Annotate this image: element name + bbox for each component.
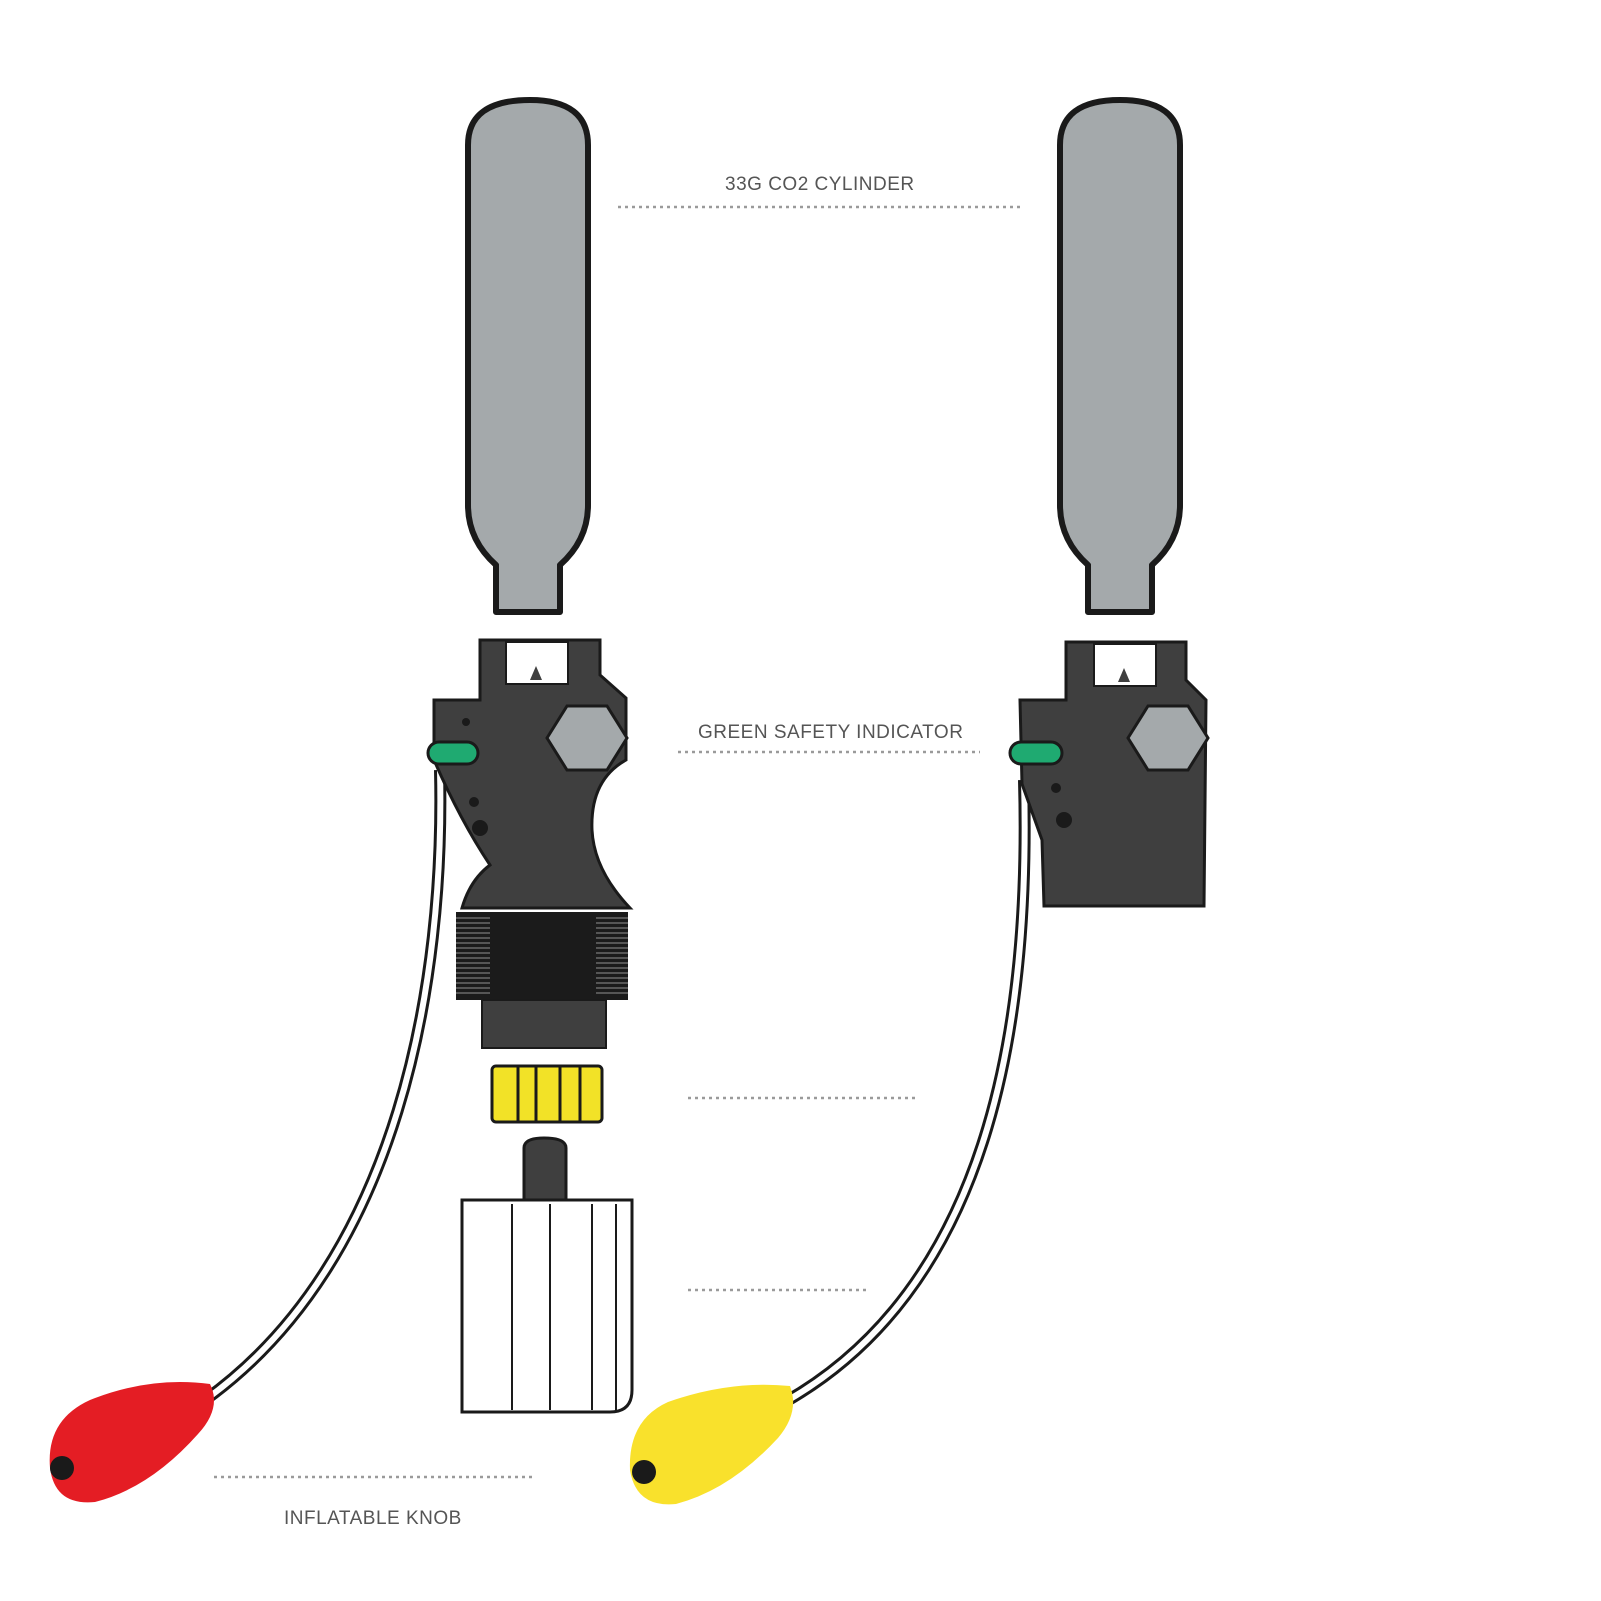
co2-cylinder-icon bbox=[465, 97, 591, 615]
label-green-safety-indicator: GREEN SAFETY INDICATOR bbox=[698, 722, 964, 743]
co2-cylinder-right-icon bbox=[1057, 97, 1183, 615]
green-safety-indicator bbox=[426, 740, 480, 766]
inflator-head-icon bbox=[426, 638, 634, 910]
right-assembly bbox=[629, 97, 1210, 1505]
label-co2-cylinder: 33G CO2 CYLINDER bbox=[725, 174, 915, 195]
red-pull-knob-icon bbox=[49, 1382, 214, 1503]
green-safety-indicator-right bbox=[1008, 740, 1064, 766]
label-inflatable-knob: INFLATABLE KNOB bbox=[284, 1508, 462, 1529]
left-assembly bbox=[49, 97, 634, 1503]
right-pull-cord bbox=[782, 779, 1031, 1408]
leader-lines bbox=[214, 205, 1022, 1479]
water-sensor-cap-icon bbox=[460, 1136, 634, 1414]
bobbin-icon bbox=[490, 1064, 604, 1124]
inflator-head-right-icon bbox=[1008, 640, 1210, 908]
thread-section-icon bbox=[456, 912, 628, 1049]
yellow-pull-knob-icon bbox=[629, 1384, 794, 1505]
